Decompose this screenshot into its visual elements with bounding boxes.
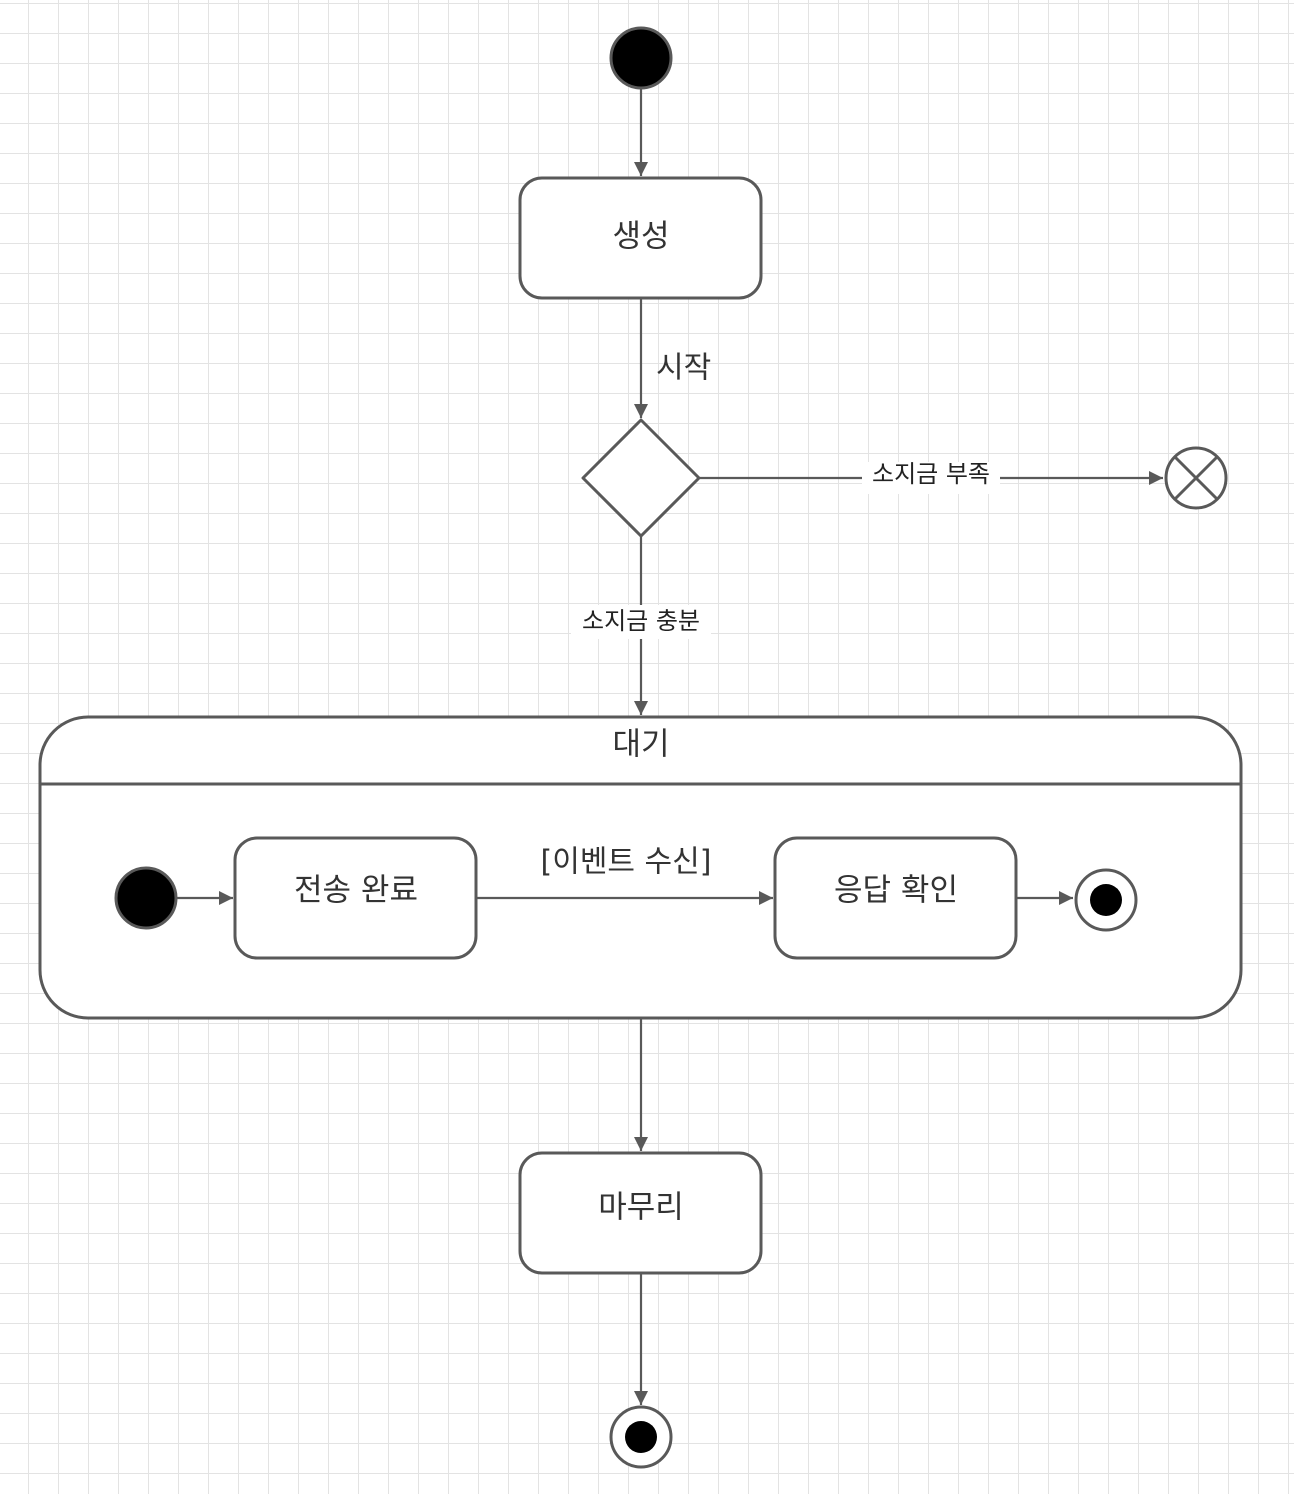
state-response-label: 응답 확인 xyxy=(834,873,958,909)
decision-node[interactable] xyxy=(581,418,701,538)
inner-initial-node[interactable] xyxy=(114,866,178,930)
state-sent[interactable]: 전송 완료 xyxy=(233,836,478,960)
inner-final-node[interactable] xyxy=(1074,868,1138,932)
state-create-label: 생성 xyxy=(612,219,669,255)
state-response[interactable]: 응답 확인 xyxy=(773,836,1018,960)
composite-state-wait-label: 대기 xyxy=(612,727,669,763)
transition-insufficient-label: 소지금 부족 xyxy=(872,460,990,488)
transition-event-label: [이벤트 수신] xyxy=(541,845,712,880)
initial-node[interactable] xyxy=(609,26,673,90)
state-finish[interactable]: 마무리 xyxy=(518,1151,763,1275)
transition-insufficient-label-bg xyxy=(862,462,1000,494)
transition-start-label: 시작 xyxy=(656,351,711,386)
transition-sufficient-label-bg xyxy=(571,605,711,639)
flow-final-node[interactable] xyxy=(1164,446,1228,510)
state-sent-label: 전송 완료 xyxy=(294,873,418,909)
final-node[interactable] xyxy=(609,1405,673,1469)
transition-sufficient-label: 소지금 충분 xyxy=(582,607,700,635)
state-finish-label: 마무리 xyxy=(598,1190,684,1226)
state-create[interactable]: 생성 xyxy=(518,176,763,300)
